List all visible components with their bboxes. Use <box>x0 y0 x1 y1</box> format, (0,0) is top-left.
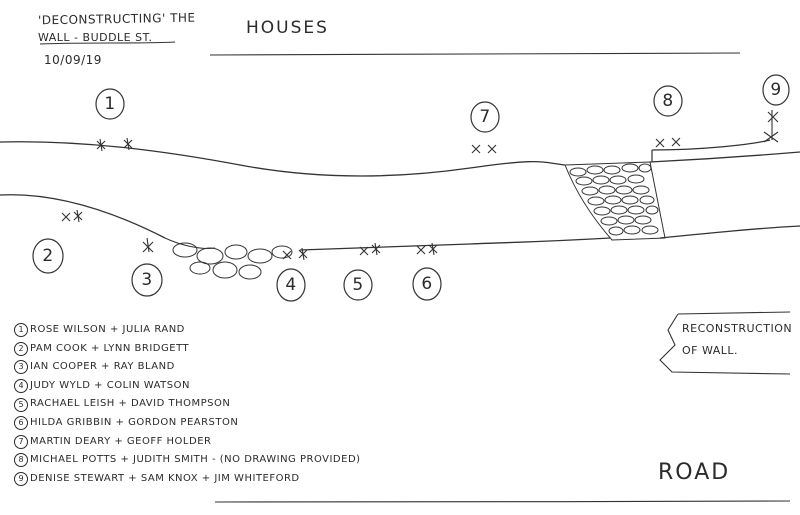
house-number-4: 4 <box>285 275 297 295</box>
house-circle-5 <box>343 269 373 301</box>
house-number-7: 7 <box>479 107 491 127</box>
houses-label: HOUSES <box>246 18 329 38</box>
house-number-1: 1 <box>104 94 116 114</box>
legend-number: 8 <box>14 453 28 468</box>
sketch-date: 10/09/19 <box>44 53 102 67</box>
house-circles <box>32 74 790 302</box>
house-circle-1 <box>95 88 125 120</box>
houses-underline <box>209 52 741 56</box>
sketch-title: 'DECONSTRUCTING' THE <box>37 10 196 28</box>
legend-text: ROSE WILSON + JULIA RAND <box>30 324 185 335</box>
house-number-6: 6 <box>421 274 433 294</box>
legend-text: JUDY WYLD + COLIN WATSON <box>30 379 190 391</box>
cross-markers <box>61 110 779 261</box>
legend-text: DENISE STEWART + SAM KNOX + JIM WHITEFOR… <box>30 472 300 484</box>
house-number-3: 3 <box>141 270 153 290</box>
legend-text: MARTIN DEARY + GEOFF HOLDER <box>30 435 212 447</box>
legend-number: 1 <box>14 323 28 338</box>
road-underline <box>214 500 791 503</box>
legend-text: HILDA GRIBBIN + GORDON PEARSTON <box>30 416 239 428</box>
legend-number: 7 <box>14 434 28 449</box>
legend-number: 6 <box>14 416 28 431</box>
reconstruction-note: RECONSTRUCTION OF WALL. <box>682 318 792 362</box>
legend-number: 2 <box>14 341 28 356</box>
house-circle-7 <box>470 101 500 133</box>
wall-upper-line-right <box>649 151 800 163</box>
house-number-5: 5 <box>352 275 364 295</box>
house-number-9: 9 <box>770 80 782 100</box>
house-circle-8 <box>653 85 683 117</box>
house-number-2: 2 <box>42 246 54 266</box>
house-circle-2 <box>32 238 64 274</box>
wall-upper-line <box>0 141 566 177</box>
house-circle-9 <box>762 74 790 106</box>
legend-text: IAN COOPER + RAY BLAND <box>30 361 175 373</box>
legend-number: 3 <box>14 360 28 375</box>
road-label: ROAD <box>658 460 731 485</box>
reconstruction-bracket <box>659 311 791 375</box>
wall-lower-line <box>0 194 800 251</box>
stone-wall-reconstruction <box>564 161 666 241</box>
house-circle-4 <box>276 268 306 302</box>
house-circle-3 <box>131 263 163 297</box>
house-number-8: 8 <box>662 91 674 111</box>
reconstruction-line-1: RECONSTRUCTION <box>682 322 793 335</box>
rubble-stones <box>164 237 293 280</box>
legend-number: 4 <box>14 379 28 394</box>
legend-number: 5 <box>14 397 28 412</box>
legend-text: PAM COOK + LYNN BRIDGETT <box>30 342 190 354</box>
title-underline <box>39 41 176 45</box>
legend-text: MICHAEL POTTS + JUDITH SMITH - (NO DRAWI… <box>30 454 361 466</box>
wall-step <box>651 139 771 162</box>
legend-text: RACHAEL LEISH + DAVID THOMPSON <box>30 398 231 410</box>
house-circle-6 <box>412 267 442 301</box>
reconstruction-line-2: OF WALL. <box>682 344 739 357</box>
legend-number: 9 <box>14 472 28 487</box>
sketch-subtitle: WALL - BUDDLE ST. <box>38 31 153 44</box>
